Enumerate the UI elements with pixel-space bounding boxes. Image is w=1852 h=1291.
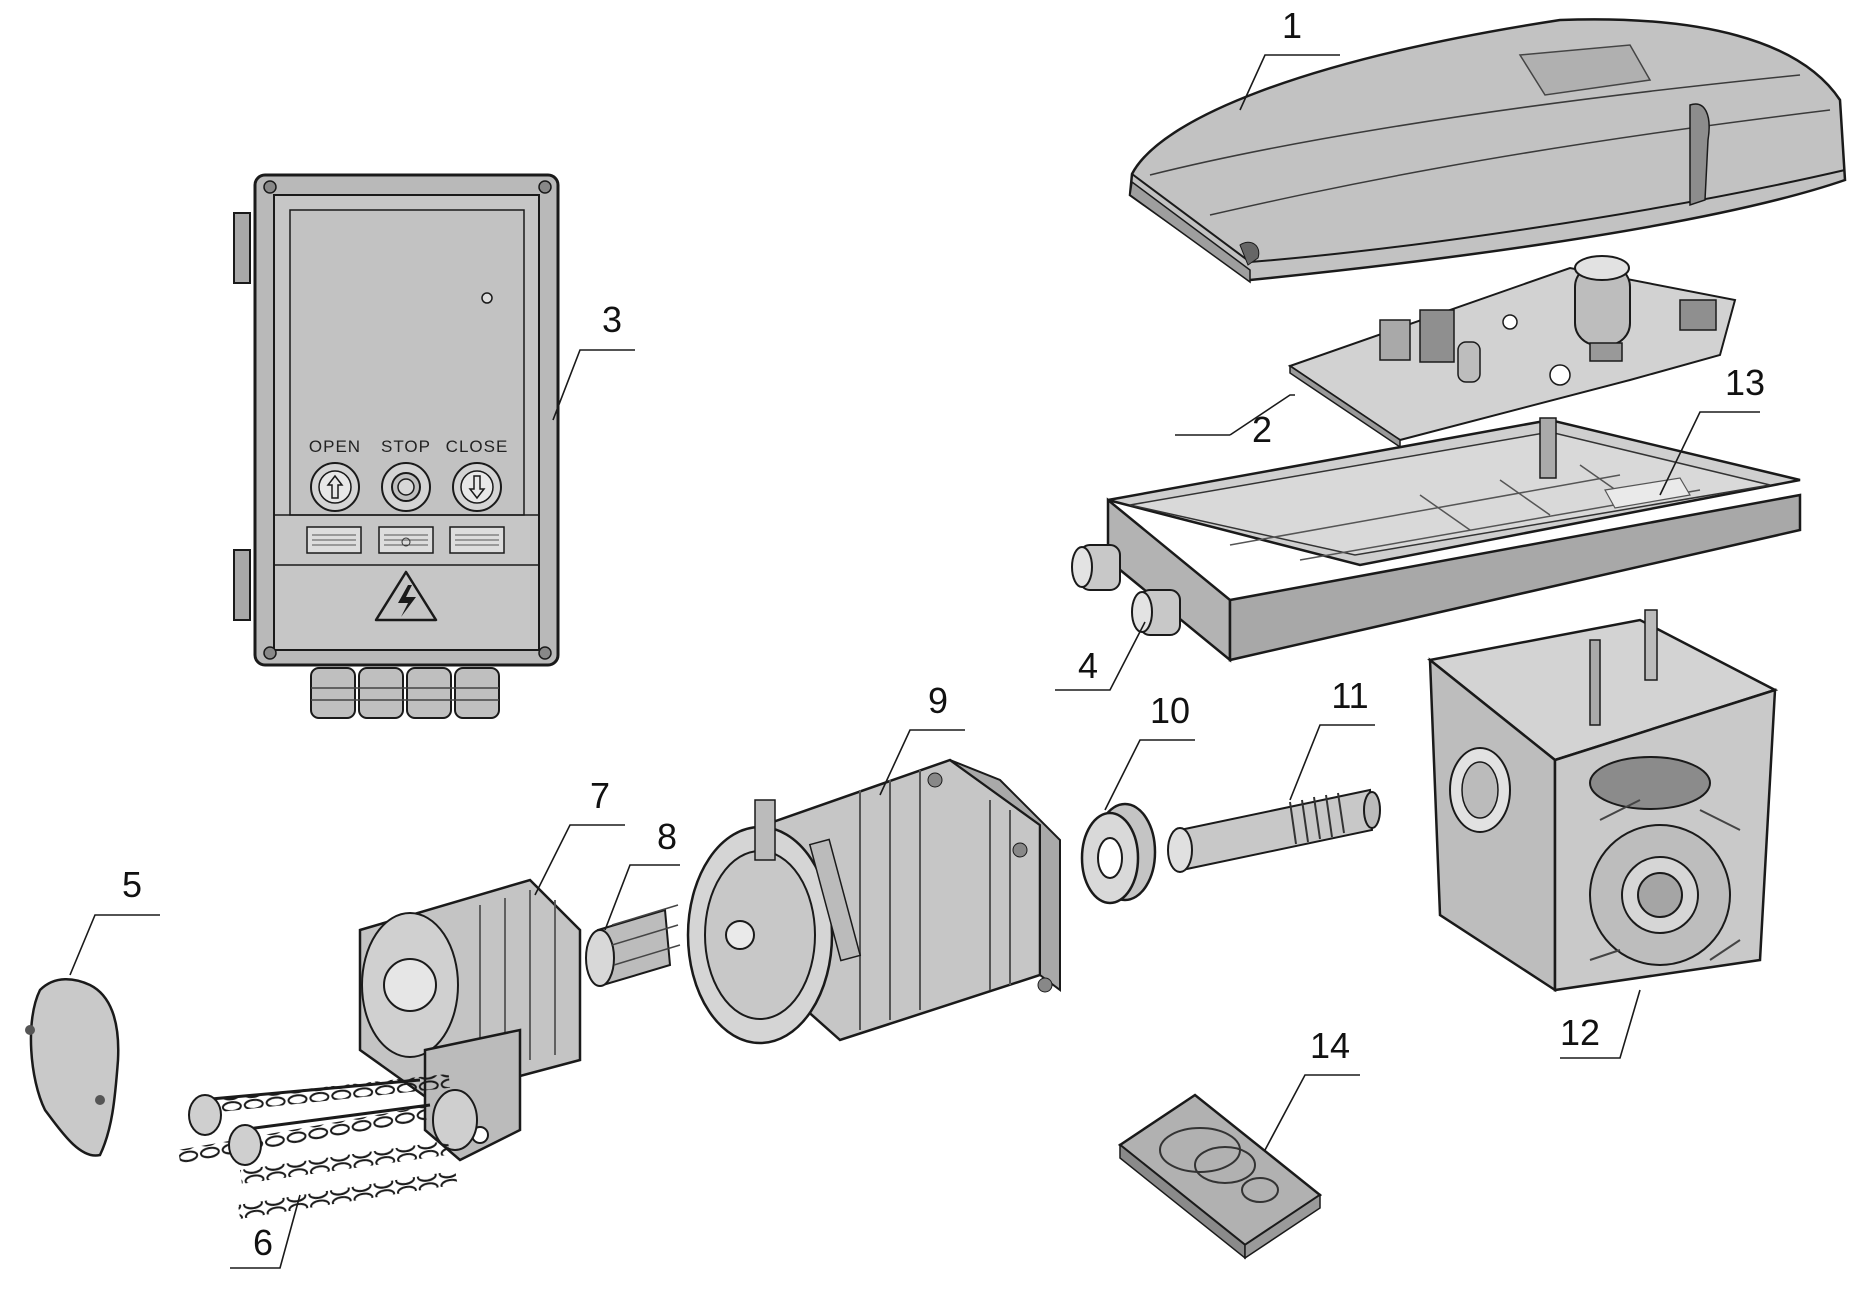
cable-gland	[1131, 589, 1181, 636]
part-6-hand-chain	[178, 1073, 458, 1219]
part-14-accessory-kit	[1117, 1093, 1323, 1260]
leader-9	[879, 729, 965, 796]
leader-14	[1264, 1074, 1360, 1151]
callout-10: 10	[1150, 690, 1190, 731]
arrow-down-icon	[468, 475, 486, 500]
callout-3: 3	[602, 299, 622, 340]
part-9-motor	[686, 758, 1061, 1045]
leader-6	[230, 1194, 301, 1269]
cable-gland	[1071, 544, 1121, 591]
part-10-bearing	[1080, 802, 1157, 905]
callout-5: 5	[122, 864, 142, 905]
leader-3	[552, 349, 635, 421]
cable-glands	[310, 667, 500, 719]
open-button-label: OPEN	[309, 437, 361, 456]
label-plate	[378, 526, 434, 554]
part-2-control-board	[1287, 255, 1737, 449]
leader-13	[1659, 411, 1760, 496]
leader-7	[534, 824, 625, 896]
callout-14: 14	[1310, 1025, 1350, 1066]
label-plate	[449, 526, 505, 554]
part-11-worm-shaft	[1167, 788, 1381, 873]
part-7-chain-wheel-housing	[358, 878, 582, 1162]
part-5-side-cover	[25, 978, 120, 1157]
callout-6: 6	[253, 1222, 273, 1263]
part-3-wall-control-box: OPEN STOP CLOSE	[233, 173, 560, 719]
part-4-board-housing	[1071, 417, 1802, 663]
leader-lines	[69, 54, 1760, 1269]
stop-circle-icon	[397, 478, 415, 496]
callout-7: 7	[590, 775, 610, 816]
callout-8: 8	[657, 816, 677, 857]
arrow-up-icon	[326, 474, 344, 499]
stop-button-label: STOP	[381, 437, 431, 456]
leader-10	[1104, 739, 1195, 811]
stop-button: STOP	[381, 437, 431, 512]
close-button-label: CLOSE	[446, 437, 509, 456]
leader-12	[1560, 989, 1641, 1059]
leader-8	[604, 864, 680, 931]
leader-1	[1239, 54, 1340, 111]
callout-9: 9	[928, 680, 948, 721]
callout-1: 1	[1282, 5, 1302, 46]
callout-2: 2	[1252, 409, 1272, 450]
part-1-top-cover	[1128, 18, 1847, 284]
part-8-coupling-gear	[585, 904, 681, 987]
leader-4	[1055, 621, 1146, 691]
part-12-gearbox-housing	[1427, 609, 1779, 993]
leader-2	[1229, 394, 1295, 436]
leader-11	[1289, 724, 1375, 801]
leader-5	[69, 914, 160, 976]
callout-11: 11	[1331, 675, 1368, 716]
open-button: OPEN	[309, 437, 361, 512]
callout-13: 13	[1725, 362, 1765, 403]
callout-12: 12	[1560, 1012, 1600, 1053]
high-voltage-icon	[374, 570, 438, 622]
callout-labels: 1 2 3 4 5 6 7 8 9 10 11 12 13 14	[122, 5, 1765, 1263]
callout-4: 4	[1078, 645, 1098, 686]
label-plate	[306, 526, 362, 554]
close-button: CLOSE	[446, 437, 509, 512]
